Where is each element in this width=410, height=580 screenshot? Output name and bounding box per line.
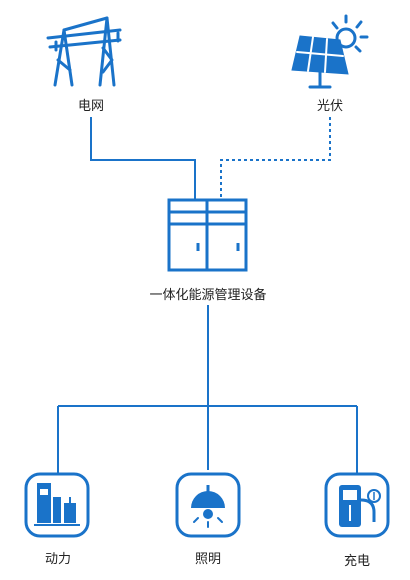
power-tower-icon: [46, 16, 122, 87]
connectors: [57, 117, 358, 475]
solar-link-line-dashed: [220, 117, 331, 200]
power-equipment-icon: [24, 472, 90, 538]
solar-panel-icon: [291, 14, 369, 89]
grid-label: 电网: [77, 99, 105, 114]
grid-link-line: [90, 117, 196, 200]
cabinet-label: 一体化能源管理设备: [149, 288, 267, 303]
charging-pile-icon: [324, 472, 390, 538]
lighting-label: 照明: [194, 552, 222, 567]
power-label: 动力: [44, 552, 72, 567]
charging-label: 充电: [343, 554, 371, 569]
ceiling-lamp-icon: [175, 472, 241, 538]
solar-label: 光伏: [316, 99, 344, 114]
energy-cabinet-icon: [167, 198, 248, 272]
